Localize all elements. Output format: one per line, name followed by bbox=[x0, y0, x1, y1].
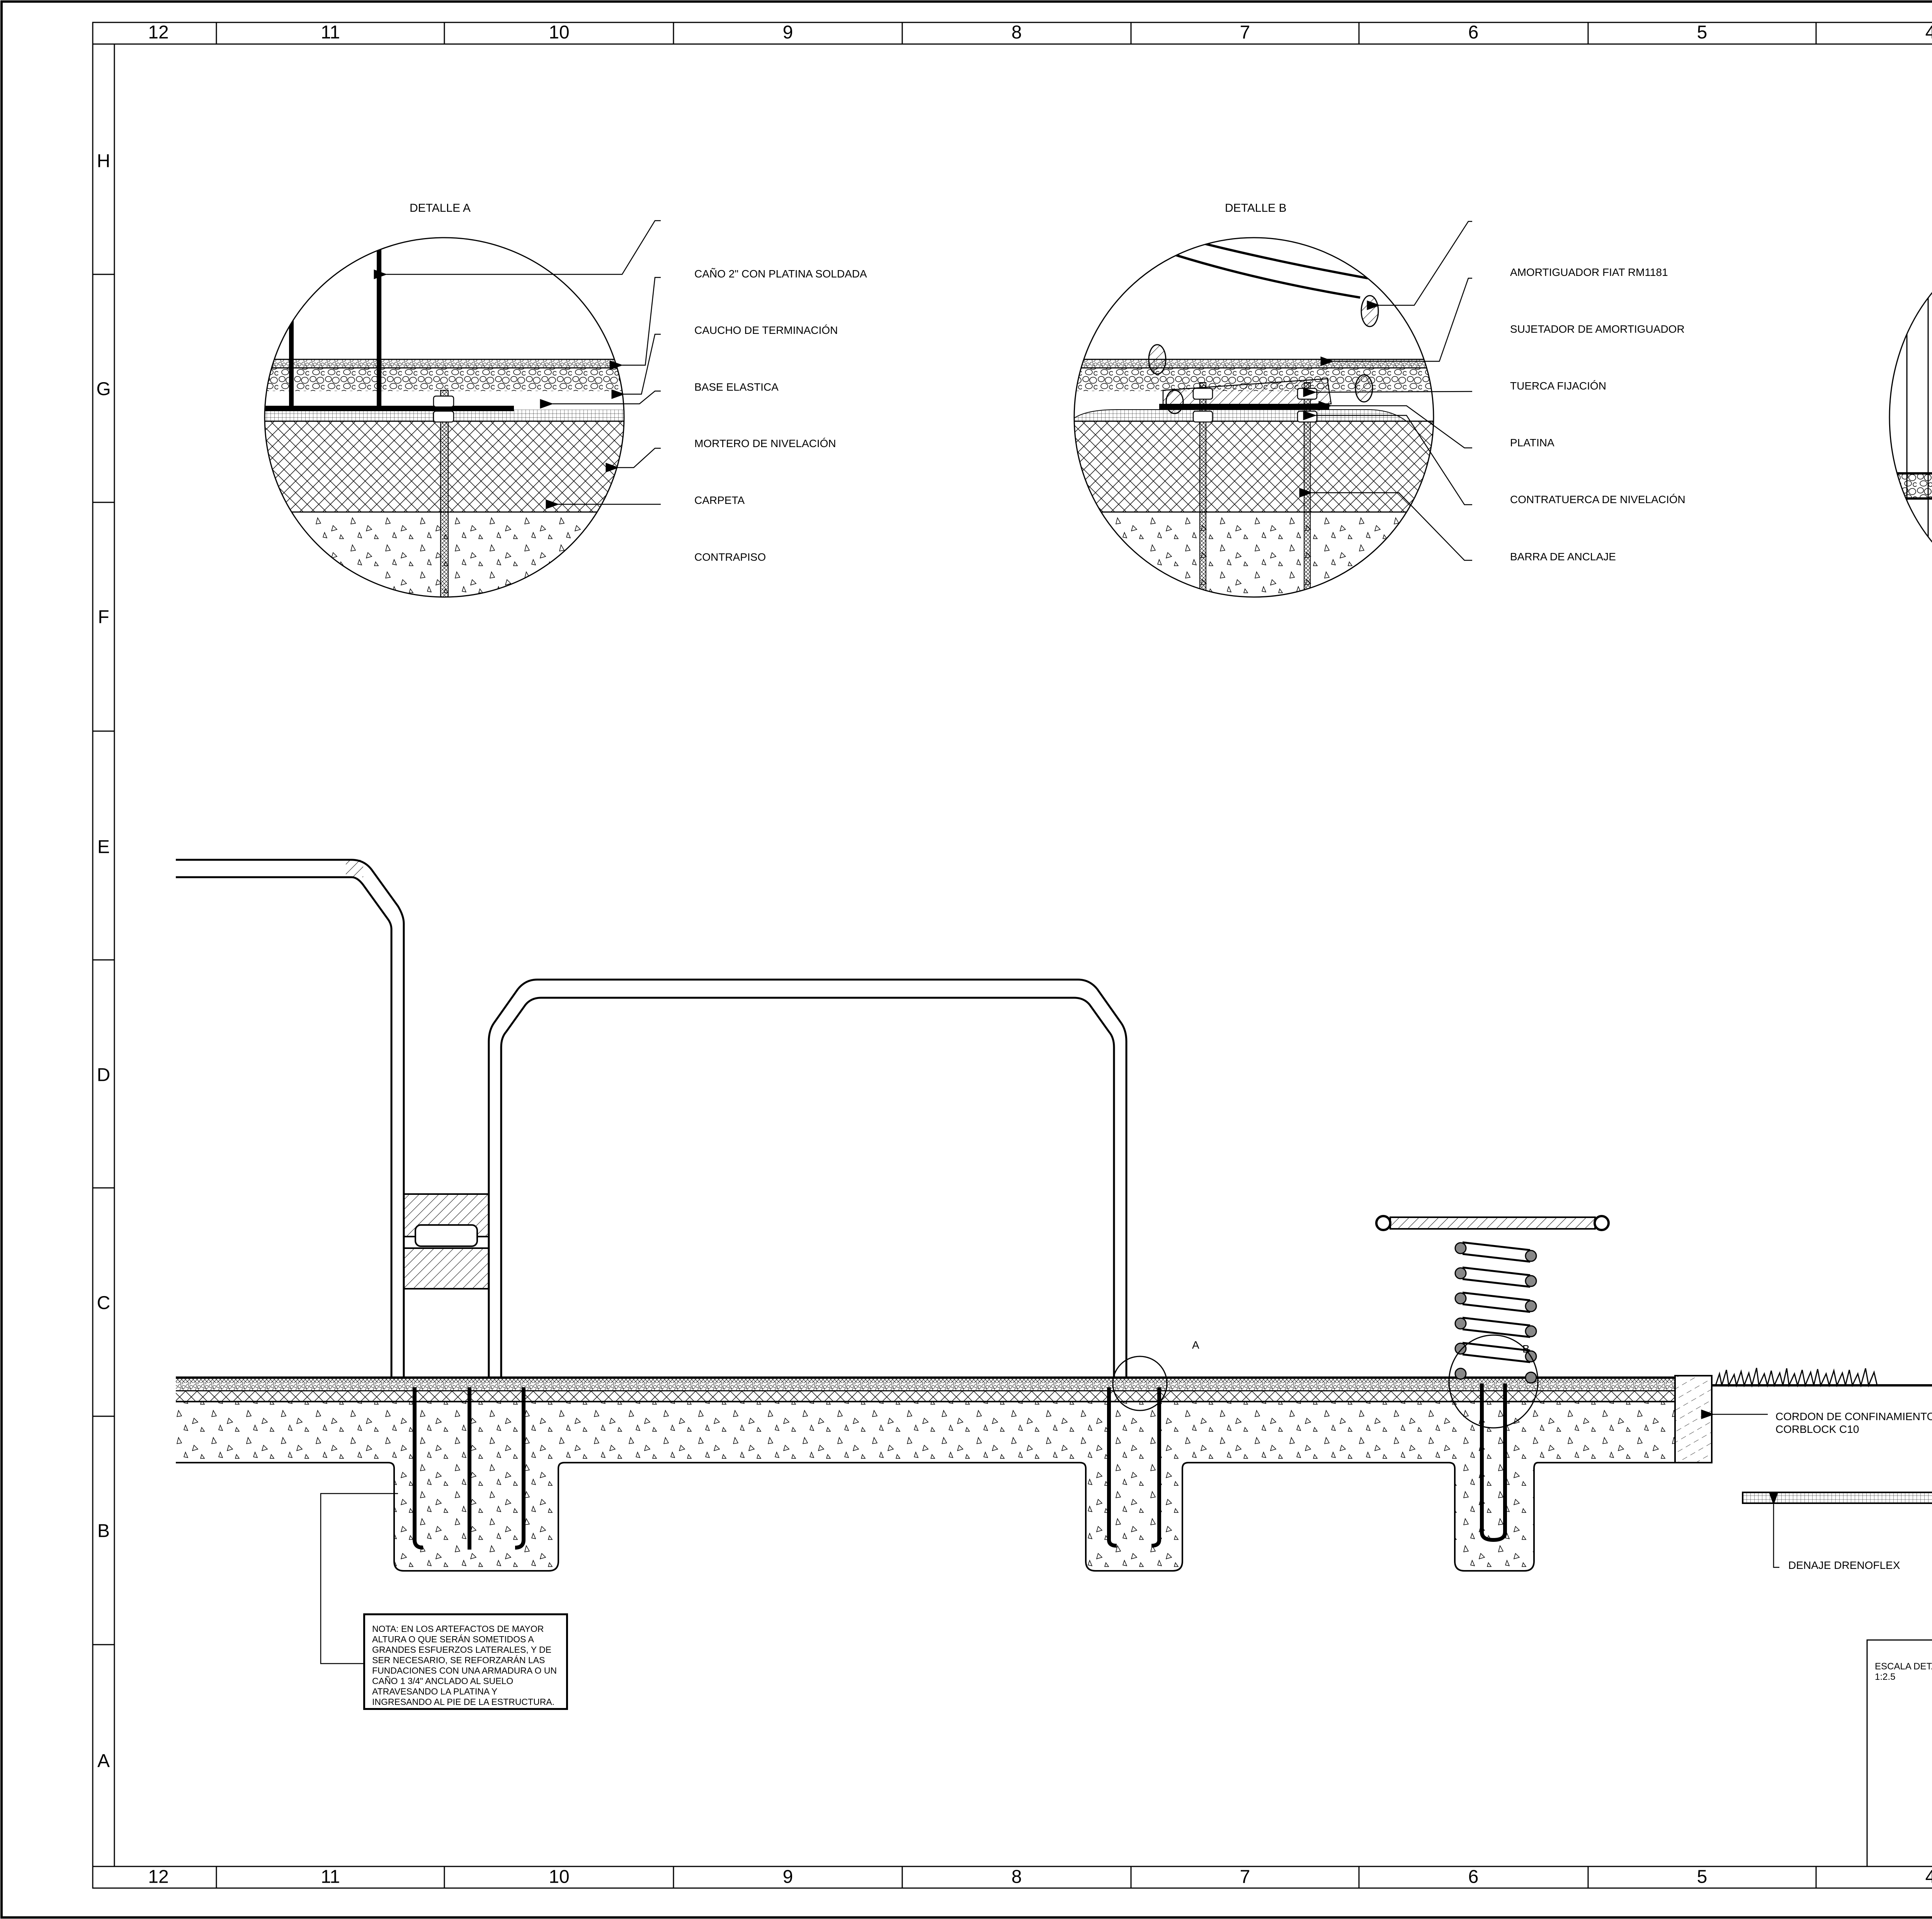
svg-text:11: 11 bbox=[321, 1867, 340, 1887]
detail-a-title: DETALLE A bbox=[410, 202, 471, 214]
scale-details-label: ESCALA DETALLES: bbox=[1875, 1661, 1932, 1672]
callout: CAÑO 2" CON PLATINA SOLDADA bbox=[694, 268, 867, 280]
svg-text:9: 9 bbox=[783, 1867, 793, 1887]
callout: PLATINA bbox=[1510, 437, 1554, 449]
svg-text:E: E bbox=[97, 837, 110, 857]
callout: SUJETADOR DE AMORTIGUADOR bbox=[1510, 323, 1685, 335]
svg-text:5: 5 bbox=[1697, 1867, 1708, 1887]
svg-text:8: 8 bbox=[1012, 1867, 1022, 1887]
svg-text:D: D bbox=[97, 1065, 111, 1085]
row-dividers bbox=[93, 274, 114, 1645]
col-label: 12 bbox=[148, 22, 168, 43]
note-text: NOTA: EN LOS ARTEFACTOS DE MAYOR ALTURA … bbox=[372, 1624, 557, 1707]
detail-marker-b bbox=[1448, 1334, 1539, 1429]
detail-c-circle bbox=[1889, 292, 1932, 543]
col-label: 4 bbox=[1925, 22, 1932, 43]
spring-seat bbox=[1375, 1215, 1610, 1384]
svg-text:10: 10 bbox=[549, 1867, 569, 1887]
callout: CARPETA bbox=[694, 494, 745, 506]
svg-text:12: 12 bbox=[148, 1867, 168, 1887]
callout: TUERCA FIJACIÓN bbox=[1510, 380, 1606, 392]
callout: AMORTIGUADOR FIAT RM1181 bbox=[1510, 266, 1668, 278]
svg-text:G: G bbox=[96, 379, 111, 400]
column-dividers bbox=[216, 22, 1817, 1888]
svg-text:6: 6 bbox=[1468, 1867, 1479, 1887]
col-label: 10 bbox=[549, 22, 569, 43]
detail-a: DETALLE A CAÑO 2" C bbox=[264, 202, 867, 598]
foundation-note: NOTA: EN LOS ARTEFACTOS DE MAYOR ALTURA … bbox=[363, 1613, 568, 1710]
detail-a-circle bbox=[264, 237, 625, 598]
column-labels-bottom: 12 11 10 9 8 7 6 5 4 3 2 1 bbox=[148, 1867, 1932, 1887]
callout: CONTRAPISO bbox=[694, 551, 766, 563]
col-label: 11 bbox=[321, 22, 340, 43]
svg-text:F: F bbox=[98, 607, 109, 628]
callout: BASE ELASTICA bbox=[694, 381, 779, 393]
main-section: A B bbox=[176, 859, 1932, 1664]
column-labels-top: 12 11 10 9 8 7 6 5 4 3 2 1 bbox=[148, 22, 1932, 43]
label-drenaje: DENAJE DRENOFLEX bbox=[1788, 1559, 1900, 1571]
col-label: 9 bbox=[783, 22, 793, 43]
marker-b-label: B bbox=[1522, 1343, 1530, 1355]
callout: BARRA DE ANCLAJE bbox=[1510, 551, 1616, 563]
detail-marker-a bbox=[1112, 1356, 1168, 1411]
callout: CONTRATUERCA DE NIVELACIÓN bbox=[1510, 493, 1685, 505]
row-labels-left: H G F E D C B A bbox=[96, 151, 111, 1771]
col-label: 5 bbox=[1697, 22, 1708, 43]
svg-text:B: B bbox=[97, 1521, 110, 1541]
title-block: ESCALA DETALLES: 1:2.5 CÁTEDRA BLANCO CU… bbox=[1866, 1639, 1932, 1867]
col-label: 7 bbox=[1240, 22, 1250, 43]
col-label: 6 bbox=[1468, 22, 1479, 43]
svg-text:H: H bbox=[97, 151, 111, 172]
svg-text:4: 4 bbox=[1925, 1867, 1932, 1887]
detail-b: DETALLE B bbox=[1073, 202, 1685, 598]
scale-details-value: 1:2.5 bbox=[1875, 1672, 1895, 1682]
label-cordon-line1: CORDON DE CONFINAMIENTO bbox=[1776, 1410, 1932, 1422]
frame-border bbox=[92, 22, 1932, 1889]
callout: CAUCHO DE TERMINACIÓN bbox=[694, 324, 838, 336]
svg-text:A: A bbox=[97, 1751, 110, 1771]
marker-a-label: A bbox=[1192, 1339, 1199, 1351]
svg-text:7: 7 bbox=[1240, 1867, 1250, 1887]
detail-b-title: DETALLE B bbox=[1225, 202, 1287, 214]
detail-c: DETALLE C bbox=[1889, 238, 1932, 597]
callout: MORTERO DE NIVELACIÓN bbox=[694, 437, 836, 449]
svg-text:C: C bbox=[97, 1293, 111, 1313]
detail-b-circle bbox=[1073, 237, 1434, 598]
col-label: 8 bbox=[1012, 22, 1022, 43]
label-cordon-line2: CORBLOCK C10 bbox=[1776, 1423, 1859, 1435]
